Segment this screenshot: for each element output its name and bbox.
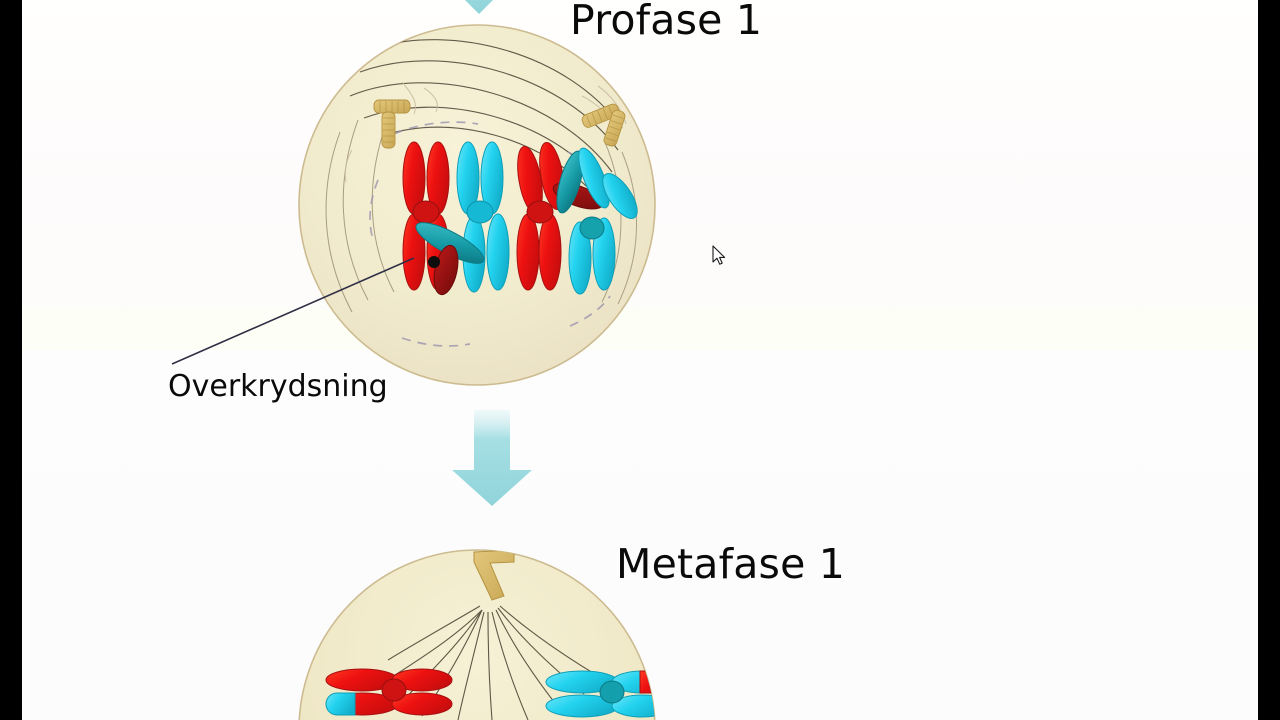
metaphase-cell-interior bbox=[325, 550, 655, 720]
centriole-right-b bbox=[603, 109, 626, 147]
annotation-overkrydsning: Overkrydsning bbox=[168, 369, 388, 404]
chromosome-right-metaphase bbox=[545, 670, 655, 718]
prophase-cell-interior bbox=[325, 39, 638, 347]
prophase-1-cell bbox=[298, 24, 656, 386]
recombinant-segment-cyan bbox=[325, 692, 356, 716]
centriole-right bbox=[581, 103, 620, 128]
page-title-profase: Profase 1 bbox=[570, 0, 763, 44]
spindle-fibers-left bbox=[325, 119, 395, 313]
letterbox-left bbox=[0, 0, 22, 720]
centriole-left bbox=[373, 99, 411, 149]
chiasma-dot bbox=[428, 256, 440, 268]
chromosome-cyan-2 bbox=[556, 147, 638, 295]
crossover-arms-1 bbox=[415, 222, 485, 296]
mouse-cursor bbox=[712, 245, 726, 265]
overkrydsning-leader-line bbox=[171, 257, 415, 365]
spindle-fibers-bottom bbox=[377, 605, 599, 720]
recombinant-segment-red bbox=[639, 670, 655, 694]
meiosis-illustration bbox=[171, 0, 656, 720]
arrow-middle bbox=[452, 410, 532, 506]
arrow-top-partial bbox=[465, 0, 493, 14]
letterbox-right bbox=[1258, 0, 1280, 720]
page-title-metafase: Metafase 1 bbox=[616, 540, 846, 588]
chromosome-red-2 bbox=[516, 141, 604, 291]
chromosome-red-1 bbox=[402, 141, 450, 291]
metaphase-1-cell bbox=[298, 549, 656, 720]
chromosome-left-metaphase bbox=[325, 668, 453, 716]
diagram-canvas: Profase 1 Metafase 1 Overkrydsning bbox=[22, 0, 1258, 720]
